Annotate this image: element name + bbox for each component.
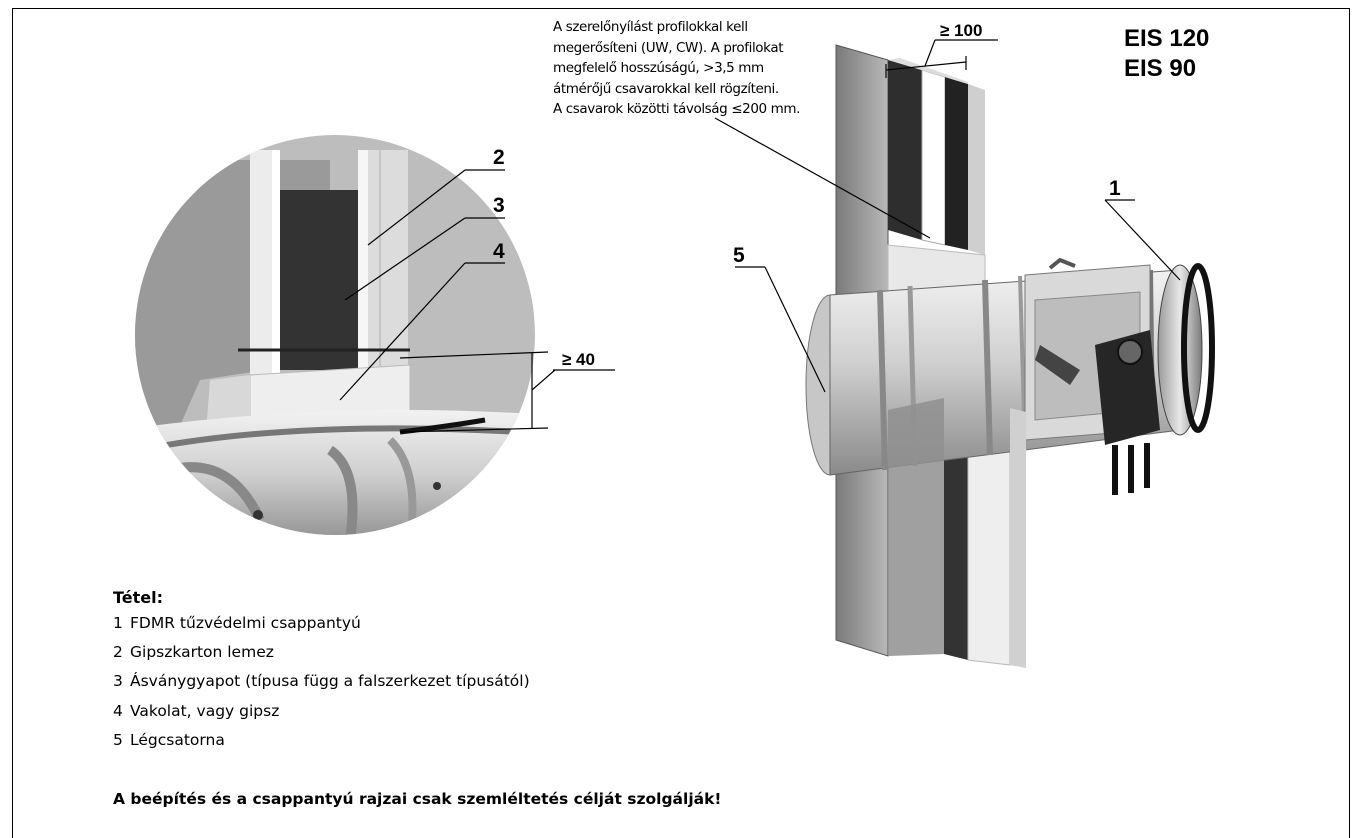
note-line: A szerelőnyílást profilokkal kell xyxy=(553,19,748,35)
legend-item: 4 Vakolat, vagy gipsz xyxy=(113,702,530,731)
note-line: megerősíteni (UW, CW). A profilokat xyxy=(553,39,784,56)
legend-item: 2 Gipszkarton lemez xyxy=(113,643,530,672)
legend-item-number: 3 xyxy=(113,672,123,691)
note-line: megfelelő hosszúságú, >3,5 mm xyxy=(553,60,764,76)
note-line: átmérőjű csavarokkal kell rögzíteni. xyxy=(553,80,779,97)
legend-title: Tétel: xyxy=(113,588,164,607)
legend-item-number: 2 xyxy=(113,643,123,662)
legend-list: 1 FDMR tűzvédelmi csappantyú 2 Gipszkarton… xyxy=(113,614,530,760)
detail-circle xyxy=(135,135,535,535)
drawing-frame xyxy=(12,8,1350,838)
mineral-wool-detail xyxy=(280,190,358,370)
standard-eis120: EIS 120 xyxy=(1124,25,1210,52)
legend-item-text: Vakolat, vagy gipsz xyxy=(130,701,280,720)
legend-item-text: Légcsatorna xyxy=(130,730,225,749)
legend-item-number: 5 xyxy=(113,730,123,749)
callout-1: 1 xyxy=(1109,177,1121,200)
legend-item-number: 4 xyxy=(113,701,123,720)
callout-4: 4 xyxy=(493,240,505,263)
dimension-lines xyxy=(399,39,998,433)
callout-3: 3 xyxy=(493,194,505,217)
standard-eis90: EIS 90 xyxy=(1124,55,1197,82)
installation-note: A szerelőnyílást profilokkal kell megerő… xyxy=(553,17,853,120)
dimension-100: ≥ 100 xyxy=(940,21,983,40)
legend-item-text: Gipszkarton lemez xyxy=(130,643,274,662)
dimension-40: ≥ 40 xyxy=(562,350,595,369)
legend-item-text: Ásványgyapot (típusa függ a falszerkezet… xyxy=(130,672,530,691)
callout-2: 2 xyxy=(493,146,505,169)
disclaimer-footer: A beépítés és a csappantyú rajzai csak s… xyxy=(113,790,722,808)
legend-item-text: FDMR tűzvédelmi csappantyú xyxy=(130,614,361,632)
legend-item: 5 Légcsatorna xyxy=(113,731,530,760)
callout-leaders xyxy=(339,117,1181,401)
legend-item: 3 Ásványgyapot (típusa függ a falszerkeze… xyxy=(113,672,530,701)
callout-5: 5 xyxy=(733,244,745,267)
legend-item: 1 FDMR tűzvédelmi csappantyú xyxy=(113,614,530,643)
note-line: A csavarok közötti távolság ≤200 mm. xyxy=(553,101,801,117)
legend-item-number: 1 xyxy=(113,614,123,632)
